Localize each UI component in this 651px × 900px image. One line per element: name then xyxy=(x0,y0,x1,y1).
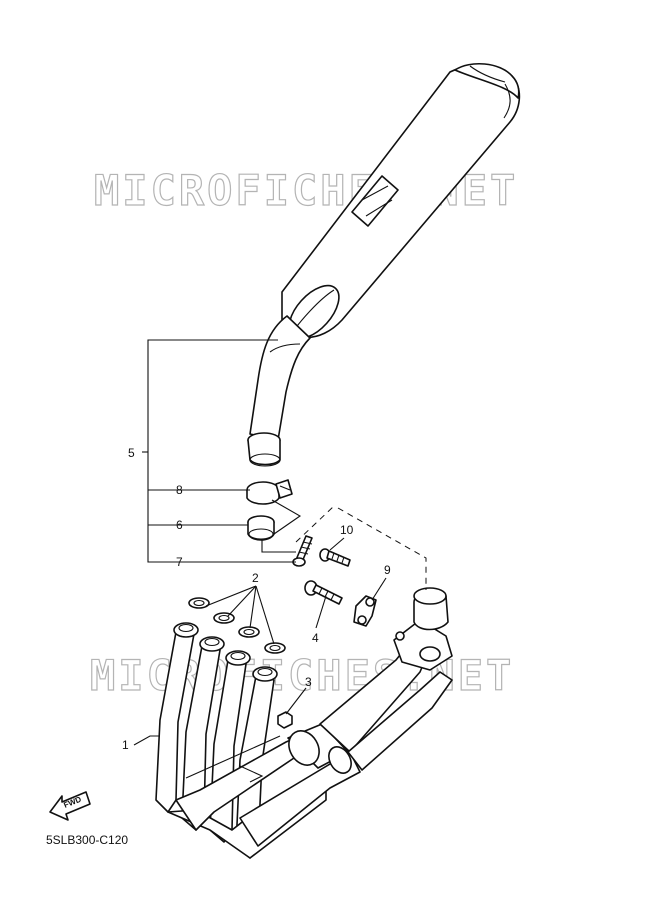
mounting-bracket xyxy=(353,595,377,627)
nut-3 xyxy=(277,711,293,729)
exhaust-header-assembly xyxy=(155,587,453,859)
callout-9: 9 xyxy=(384,563,391,577)
diagram-code: 5SLB300-C120 xyxy=(46,833,128,847)
callout-10: 10 xyxy=(340,523,354,537)
bolt-7 xyxy=(292,535,313,567)
callout-6: 6 xyxy=(176,518,183,532)
callout-4: 4 xyxy=(312,631,319,645)
callout-5: 5 xyxy=(128,446,135,460)
fwd-arrow-icon: FWD xyxy=(49,791,91,821)
muffler xyxy=(247,62,521,467)
callout-1: 1 xyxy=(122,738,129,752)
exhaust-port-gaskets xyxy=(188,597,286,654)
bolt-10 xyxy=(319,548,351,567)
callout-8: 8 xyxy=(176,483,183,497)
callout-7: 7 xyxy=(176,555,183,569)
callout-3: 3 xyxy=(305,675,312,689)
callout-2: 2 xyxy=(252,571,259,585)
gasket-ring xyxy=(247,515,275,541)
leader-lines xyxy=(133,339,427,746)
bolt-4 xyxy=(304,580,343,605)
clamp xyxy=(246,479,293,505)
